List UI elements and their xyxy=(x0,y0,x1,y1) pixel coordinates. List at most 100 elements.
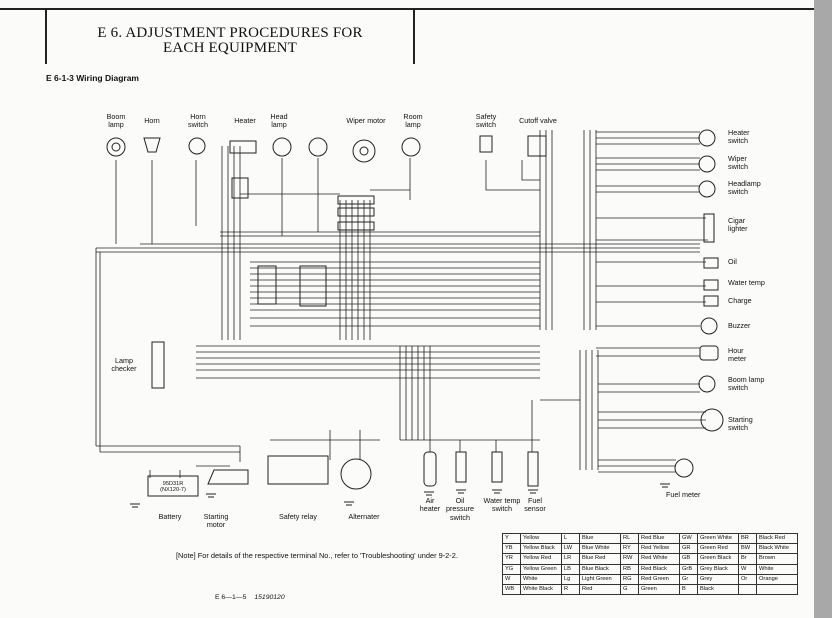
legend-code: Gr xyxy=(679,573,698,585)
legend-code: YR xyxy=(502,553,521,565)
legend-color-name: Green White xyxy=(697,532,739,545)
legend-color-name: Red White xyxy=(638,553,680,565)
legend-code: L xyxy=(561,532,580,545)
legend-color-name: Red Green xyxy=(638,573,680,585)
safety-switch-icon xyxy=(479,135,493,153)
label-battery-model: 95D31R (NX120-7) xyxy=(160,481,186,494)
boom-lamp-icon xyxy=(106,137,126,157)
legend-color-name: Black xyxy=(697,583,739,596)
legend-code: RW xyxy=(620,553,639,565)
legend-code: GR xyxy=(679,543,698,555)
label-air-heater: Air heater xyxy=(419,496,441,514)
title-line-2: EACH EQUIPMENT xyxy=(162,40,298,56)
legend-code: YB xyxy=(502,543,521,555)
page-number: E 6—1—5 xyxy=(215,594,247,601)
label-headlamp-switch: Headlamp switch xyxy=(728,179,761,197)
label-boom-lamp: Boom lamp xyxy=(106,112,126,130)
legend-code: RY xyxy=(620,543,639,555)
legend-code: LW xyxy=(561,543,580,555)
legend-color-name: White Black xyxy=(520,583,562,596)
label-horn: Horn xyxy=(144,116,160,125)
label-fuel-meter: Fuel meter xyxy=(666,490,701,499)
legend-code: Y xyxy=(502,532,521,545)
legend-code: RB xyxy=(620,563,639,575)
legend-code: B xyxy=(679,583,698,596)
title-line-1: E 6. ADJUSTMENT PROCEDURES FOR xyxy=(97,25,363,41)
legend-code: W xyxy=(502,573,521,585)
label-heater-switch: Heater switch xyxy=(728,128,750,146)
horn-switch-icon xyxy=(188,137,206,155)
page-title: E 6. ADJUSTMENT PROCEDURES FOR EACH EQUI… xyxy=(45,26,415,56)
scan-edge xyxy=(814,0,832,618)
ground-symbols xyxy=(130,483,670,508)
room-lamp-icon xyxy=(401,137,421,157)
fuel-sensor-icon xyxy=(527,451,539,487)
legend-code: RL xyxy=(620,532,639,545)
legend-code: GW xyxy=(679,532,698,545)
legend-color-name: Blue Red xyxy=(579,553,621,565)
legend-color-name: Yellow Black xyxy=(520,543,562,555)
label-lamp-checker: Lamp checker xyxy=(111,356,137,374)
charge-lamp-icon xyxy=(703,295,719,307)
label-horn-switch: Horn switch xyxy=(188,112,208,130)
cutoff-valve-icon xyxy=(527,135,547,157)
legend-color-name: Yellow xyxy=(520,532,562,545)
legend-code: GB xyxy=(679,553,698,565)
starting-switch-icon xyxy=(700,408,724,432)
legend-color-name: Brown xyxy=(756,553,798,565)
label-fuel-sensor: Fuel sensor xyxy=(524,496,546,514)
label-alternater: Alternater xyxy=(348,512,380,521)
legend-code: Lg xyxy=(561,573,580,585)
buzzer-icon xyxy=(700,317,718,335)
legend-color-name: Blue Black xyxy=(579,563,621,575)
legend-color-name: Orange xyxy=(756,573,798,585)
head-lamp-2-icon xyxy=(308,137,328,157)
alternater-icon xyxy=(340,458,372,490)
heater-icon xyxy=(229,140,257,154)
legend-code: GrB xyxy=(679,563,698,575)
oil-lamp-icon xyxy=(703,257,719,269)
legend-color-name: Red Black xyxy=(638,563,680,575)
label-starting-motor: Starting motor xyxy=(203,512,229,530)
label-oil: Oil xyxy=(728,257,737,266)
legend-code: Br xyxy=(738,553,757,565)
wiring-diagram xyxy=(95,129,724,508)
legend-color-name: Black Red xyxy=(756,532,798,545)
legend-color-name: Yellow Red xyxy=(520,553,562,565)
headlamp-switch-icon xyxy=(698,180,716,198)
label-water-temp: Water temp xyxy=(728,278,765,287)
oil-pressure-switch-icon xyxy=(455,451,467,483)
starting-motor-icon xyxy=(207,469,249,485)
label-wiper-motor: Wiper motor xyxy=(346,116,386,125)
hour-meter-icon xyxy=(699,345,719,361)
label-boom-lamp-switch: Boom lamp switch xyxy=(728,375,765,393)
legend-code: YG xyxy=(502,563,521,575)
head-lamp-icon xyxy=(272,137,292,157)
legend-color-name: Green Black xyxy=(697,553,739,565)
safety-relay-icon xyxy=(267,455,329,485)
legend-code: W xyxy=(738,563,757,575)
air-heater-icon xyxy=(423,451,437,487)
section-heading: E 6-1-3 Wiring Diagram xyxy=(46,73,139,83)
legend-color-name: Blue White xyxy=(579,543,621,555)
label-charge: Charge xyxy=(728,296,752,305)
water-temp-lamp-icon xyxy=(703,279,719,291)
legend-color-name: White xyxy=(756,563,798,575)
label-water-temp-switch: Water temp switch xyxy=(483,496,521,514)
legend-code: BR xyxy=(738,532,757,545)
battery-icon xyxy=(147,475,199,497)
label-oil-pressure-switch: Oil pressure switch xyxy=(446,496,474,522)
legend-color-name: White xyxy=(520,573,562,585)
label-safety-relay: Safety relay xyxy=(279,512,317,521)
wiper-motor-icon xyxy=(352,139,376,163)
note-text: [Note] For details of the respective ter… xyxy=(176,551,458,560)
legend-color-name: Blue xyxy=(579,532,621,545)
label-buzzer: Buzzer xyxy=(728,321,751,330)
